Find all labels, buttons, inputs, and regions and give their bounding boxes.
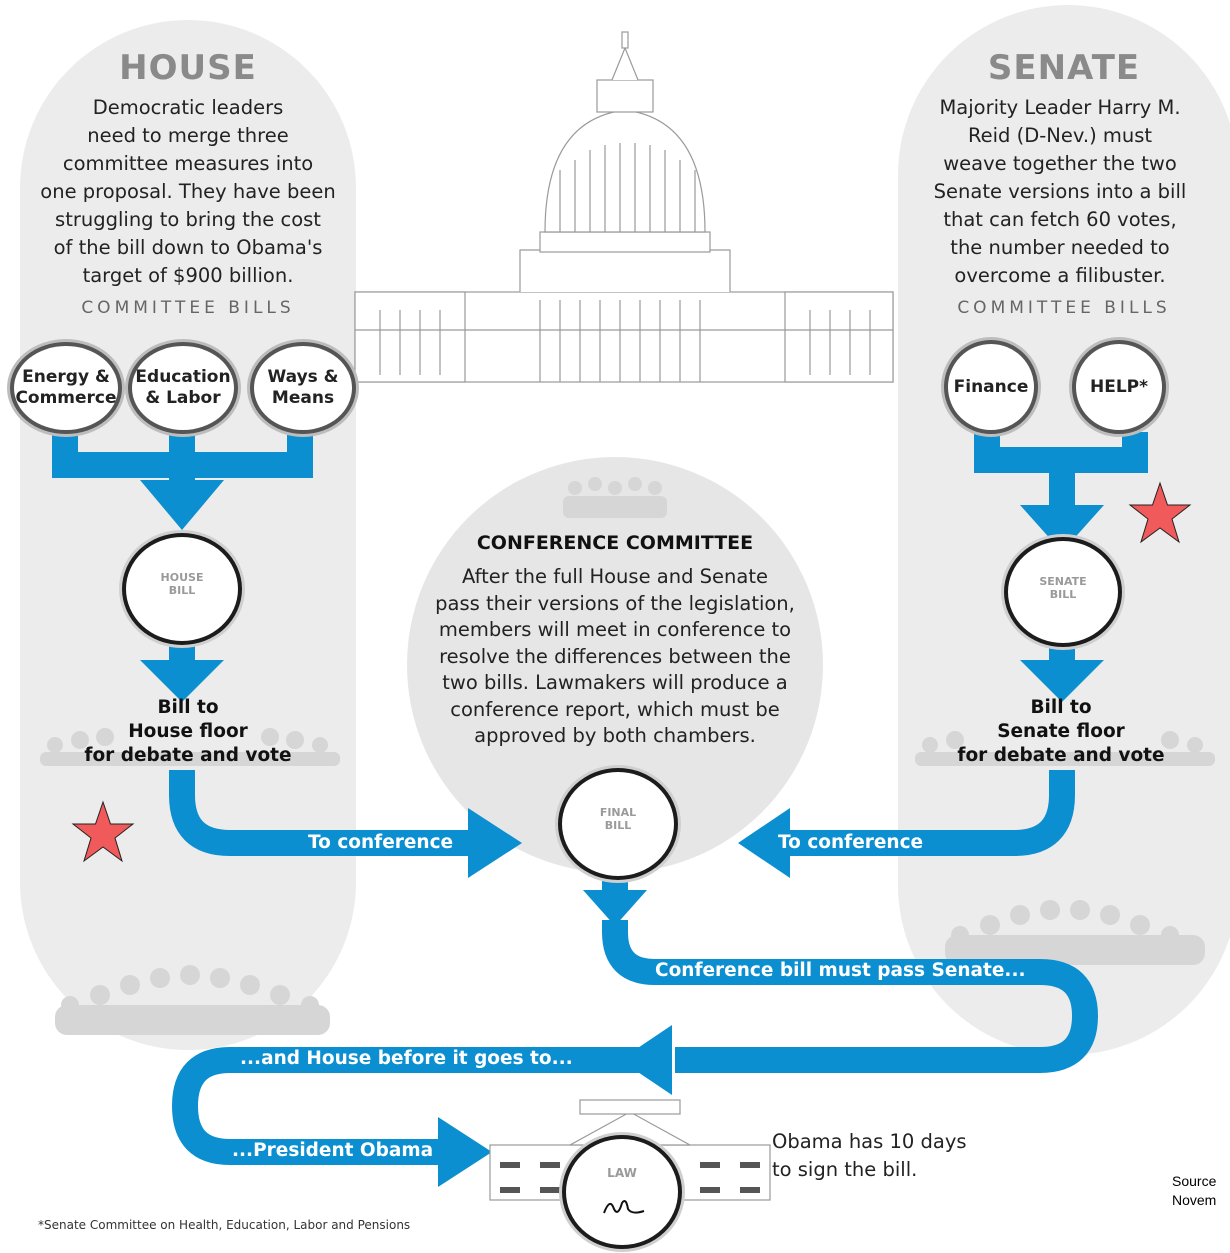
conference-desc-line: After the full House and Senate [461,565,768,588]
senate-floor-line: Senate floor [997,721,1125,742]
house-desc-line: target of $900 billion. [82,264,294,287]
committee-label: HELP* [1089,376,1149,397]
bill-label-line: FINAL [599,806,637,819]
senate-pass-emphasis: Senate [931,960,1005,981]
flow-arrows [52,432,1148,1165]
law-circle: LAW [562,1135,682,1249]
bill-label-line: BILL [604,819,632,832]
house-desc-line: struggling to bring the cost [55,208,321,231]
senate-pass-ellipsis: ... [1004,960,1026,981]
senate-desc-line: overcome a filibuster. [954,264,1166,287]
house-floor-line: House floor [128,721,248,742]
to-conference-left-label: To conference [308,832,454,853]
source-line: Novem [1172,1192,1217,1208]
conference-description: After the full House and Senate pass the… [400,564,830,750]
senate-bill-circle: SENATE BILL [1004,537,1122,647]
sign-deadline-line: to sign the bill. [772,1158,918,1181]
senate-desc-line: Senate versions into a bill [933,180,1187,203]
senate-pass-label: Conference bill must pass Senate... [655,960,1026,981]
senate-description: Majority Leader Harry M. Reid (D-Nev.) m… [890,94,1230,290]
house-bill-label: HOUSE BILL [126,571,238,597]
committee-help: HELP* [1072,340,1166,434]
conference-desc-line: approved by both chambers. [474,724,756,747]
senate-desc-line: Majority Leader Harry M. [939,96,1181,119]
house-floor-line: for debate and vote [84,745,292,766]
house-floor-line: Bill to [157,697,219,718]
senate-desc-line: that can fetch 60 votes, [943,208,1177,231]
law-label: LAW [607,1166,637,1180]
conference-desc-line: members will meet in conference to [438,618,792,641]
house-pass-label: ...and House before it goes to... [240,1048,573,1069]
capitol-icon [354,31,894,383]
source-note: Source Novem [1172,1172,1216,1210]
house-title: HOUSE [119,48,257,88]
star-icon-senate [1128,481,1192,544]
to-conference-right-label: To conference [778,832,924,853]
bill-label-line: BILL [1049,588,1077,601]
house-desc-line: committee measures into [62,152,314,175]
senate-floor-line: for debate and vote [957,745,1165,766]
senate-committee-label: COMMITTEE BILLS [957,298,1171,318]
committee-label: Ways & [267,367,339,387]
final-bill-label: FINAL BILL [562,806,674,832]
senate-floor-text: Bill to Senate floor for debate and vote [898,696,1224,768]
senate-desc-line: weave together the two [943,152,1177,175]
sign-deadline-line: Obama has 10 days [772,1130,967,1153]
crowd-icons [40,477,1215,1035]
footnote: *Senate Committee on Health, Education, … [38,1218,411,1232]
bill-label-line: HOUSE [160,571,204,584]
senate-pass-text: Conference bill must pass [655,960,932,981]
committee-finance: Finance [944,340,1038,434]
senate-floor-line: Bill to [1030,697,1092,718]
conference-desc-line: resolve the differences between the [439,644,791,668]
conference-desc-line: pass their versions of the legislation, [435,591,795,615]
signature-icon [603,1200,645,1214]
bill-label-line: BILL [168,584,196,597]
final-bill-circle: FINAL BILL [558,768,678,880]
house-desc-line: one proposal. They have been [40,180,336,203]
conference-title: CONFERENCE COMMITTEE [476,532,754,554]
senate-desc-line: Reid (D-Nev.) must [967,124,1153,147]
arrow-heads [140,480,1104,1187]
house-pass-text: before it goes to... [371,1048,573,1069]
sign-deadline-text: Obama has 10 days to sign the bill. [772,1128,1032,1184]
conference-desc-line: conference report, which must be [450,697,780,721]
president-obama-label: ...President Obama [232,1140,434,1161]
house-description: Democratic leaders need to merge three c… [10,94,366,290]
conference-circle [407,457,823,873]
committee-label: Finance [953,376,1029,397]
house-pass-text: ...and [240,1048,307,1069]
conference-desc-line: two bills. Lawmakers will produce a [442,671,788,694]
committee-ways-means: Ways &Means [250,342,356,434]
house-bill-circle: HOUSE BILL [122,533,242,645]
house-floor-text: Bill to House floor for debate and vote [20,696,356,768]
committee-education-labor: Education& Labor [128,342,238,434]
committee-label: Means [271,388,335,408]
house-desc-line: of the bill down to Obama's [53,236,323,259]
house-pass-emphasis: House [306,1048,372,1069]
house-desc-line: need to merge three [87,124,289,147]
committee-label: Energy & [22,367,110,387]
committee-label: & Labor [145,388,221,408]
committee-label: Education [135,367,231,387]
senate-bill-label: SENATE BILL [1008,575,1118,601]
star-icon-house [71,800,135,863]
house-desc-line: Democratic leaders [92,96,284,119]
senate-title: SENATE [987,48,1141,88]
senate-desc-line: the number needed to [950,236,1170,259]
source-line: Source [1172,1173,1217,1189]
committee-energy-commerce: Energy &Commerce [10,342,122,434]
bill-label-line: SENATE [1039,575,1087,588]
house-committee-label: COMMITTEE BILLS [81,298,295,318]
committee-label: Commerce [15,388,117,408]
